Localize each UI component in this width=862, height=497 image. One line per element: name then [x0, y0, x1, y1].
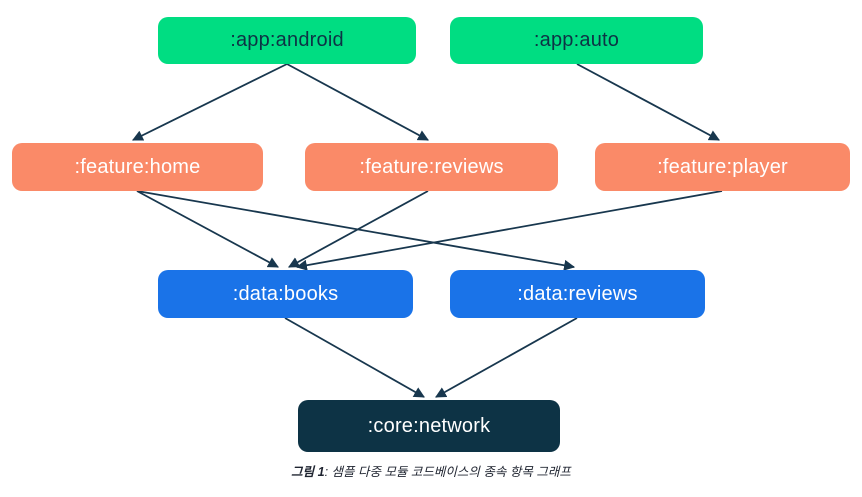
node-feature-reviews: :feature:reviews [305, 143, 558, 191]
figure-caption: 그림 1: 샘플 다중 모듈 코드베이스의 종속 항목 그래프 [0, 461, 862, 480]
edge-data-reviews-to-core-network [435, 317, 578, 398]
edge-app-android-to-feature-home [132, 63, 288, 141]
node-app-auto: :app:auto [450, 17, 703, 64]
edge-app-android-to-feature-reviews [286, 63, 429, 141]
edge-feature-reviews-to-data-books [288, 190, 429, 268]
node-core-network: :core:network [298, 400, 560, 452]
edge-app-auto-to-feature-player [576, 63, 720, 141]
edge-feature-player-to-data-books [295, 190, 723, 271]
edge-data-books-to-core-network [284, 317, 425, 398]
node-app-android: :app:android [158, 17, 416, 64]
node-feature-home: :feature:home [12, 143, 263, 191]
node-feature-player: :feature:player [595, 143, 850, 191]
edge-feature-home-to-data-reviews [136, 190, 576, 271]
node-data-reviews: :data:reviews [450, 270, 705, 318]
node-data-books: :data:books [158, 270, 413, 318]
caption-figure-number: 그림 1 [291, 465, 325, 479]
caption-text: : 샘플 다중 모듈 코드베이스의 종속 항목 그래프 [324, 465, 571, 479]
edge-feature-home-to-data-books [136, 190, 279, 268]
